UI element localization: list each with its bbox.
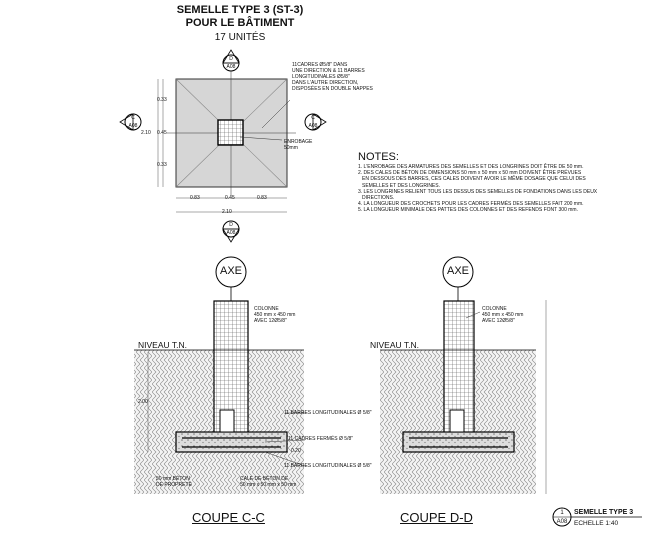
note-item: SEMELLES ET DES LONGRINES. <box>362 182 440 189</box>
section-d-d <box>380 256 547 494</box>
dim-total: 2.10 <box>222 209 232 215</box>
section-marker-bottom[interactable] <box>222 220 240 243</box>
coupe-d-title: COUPE D-D <box>400 510 473 525</box>
dim-side-total: 2.10 <box>141 130 151 136</box>
dim-part-3: 0.83 <box>257 195 267 201</box>
notes-list: 1. L'ENROBAGE DES ARMATURES DES SEMELLES… <box>358 164 648 214</box>
marker-top-sheet: A08 <box>226 64 236 70</box>
marker-top-letter: D <box>229 56 233 62</box>
note-item: 2. DES CALES DE BÉTON DE DIMENSIONS 50 m… <box>358 170 582 177</box>
note-item: 4. LA LONGUEUR DES CROCHETS POUR LES CAD… <box>358 201 584 208</box>
long-bars-note-c: 11 BARRES LONGITUDINALES Ø 5/8" <box>284 410 372 416</box>
cadres-note-c: 11 CADRES FERMÉS Ø 5/8" <box>288 436 354 442</box>
title-block-number: 1 <box>560 510 564 516</box>
dim-side-3: 0.33 <box>157 162 167 168</box>
marker-bottom-sheet: A08 <box>226 230 236 236</box>
cover-note: ENROBAGE 50mm <box>284 139 313 151</box>
marker-bottom-letter: D <box>229 222 233 228</box>
title-block-sheet: A08 <box>556 519 568 525</box>
axe-label-c: AXE <box>219 265 242 277</box>
marker-right-letter: C <box>311 115 315 121</box>
dim-slab: 0.20 <box>291 448 301 454</box>
rebar-note: 11CADRES Ø5/8" DANS UNE DIRECTION & 11 B… <box>292 62 373 92</box>
note-item: 1. L'ENROBAGE DES ARMATURES DES SEMELLES… <box>358 164 584 170</box>
section-marker-right[interactable] <box>304 113 327 131</box>
drawing-title: SEMELLE TYPE 3 (ST-3) <box>176 4 304 16</box>
note-item: DIRECTIONS. <box>362 195 395 202</box>
colonne-note-c: COLONNE 450 mm x 450 mm AVEC 12Ø5/8" <box>254 306 296 324</box>
note-item: EN DESSOUS DES BARRES, CES CALES DOIVENT… <box>362 176 586 183</box>
dim-side-2: 0.45 <box>157 130 167 136</box>
marker-right-sheet: A08 <box>308 123 318 129</box>
beton-proprete-note: 50 mm BÉTON DE PROPRETÉ <box>156 476 192 488</box>
title-block-name: SEMELLE TYPE 3 <box>574 509 634 516</box>
marker-left-sheet: A08 <box>128 123 138 129</box>
footing-plan <box>157 70 296 213</box>
section-marker-top[interactable] <box>222 49 240 72</box>
section-c-c <box>134 256 306 494</box>
marker-left-letter: C <box>131 115 135 121</box>
niveau-label-d: NIVEAU T.N. <box>370 340 419 350</box>
title-block-scale: ECHELLE 1:40 <box>574 520 619 527</box>
cale-note: CALE DE BÉTON DE 50 mm x 50 mm x 50 mm <box>240 476 297 488</box>
title-block-marker <box>552 507 642 527</box>
note-item: 5. LA LONGUEUR MINIMALE DES PATTES DES C… <box>358 207 578 214</box>
colonne-note-d: COLONNE 450 mm x 450 mm AVEC 12Ø5/8" <box>482 306 524 324</box>
section-marker-left[interactable] <box>119 113 142 131</box>
axe-label-d: AXE <box>446 265 469 277</box>
drawing-subtitle: POUR LE BÂTIMENT <box>185 17 295 29</box>
coupe-c-title: COUPE C-C <box>192 510 265 525</box>
long-bars-bottom-note-c: 11 BARRES LONGITUDINALES Ø 5/8" <box>284 463 372 469</box>
dim-side-1: 0.33 <box>157 97 167 103</box>
dim-part-2: 0.45 <box>225 195 235 201</box>
notes-heading: NOTES: <box>358 151 399 163</box>
niveau-label-c: NIVEAU T.N. <box>138 340 187 350</box>
dim-depth: 2.00 <box>138 399 148 405</box>
dim-part-1: 0.83 <box>190 195 200 201</box>
note-item: 3. LES LONGRINES RELIENT TOUS LES DESSUS… <box>358 188 598 195</box>
units-count: 17 UNITÉS <box>214 32 266 43</box>
